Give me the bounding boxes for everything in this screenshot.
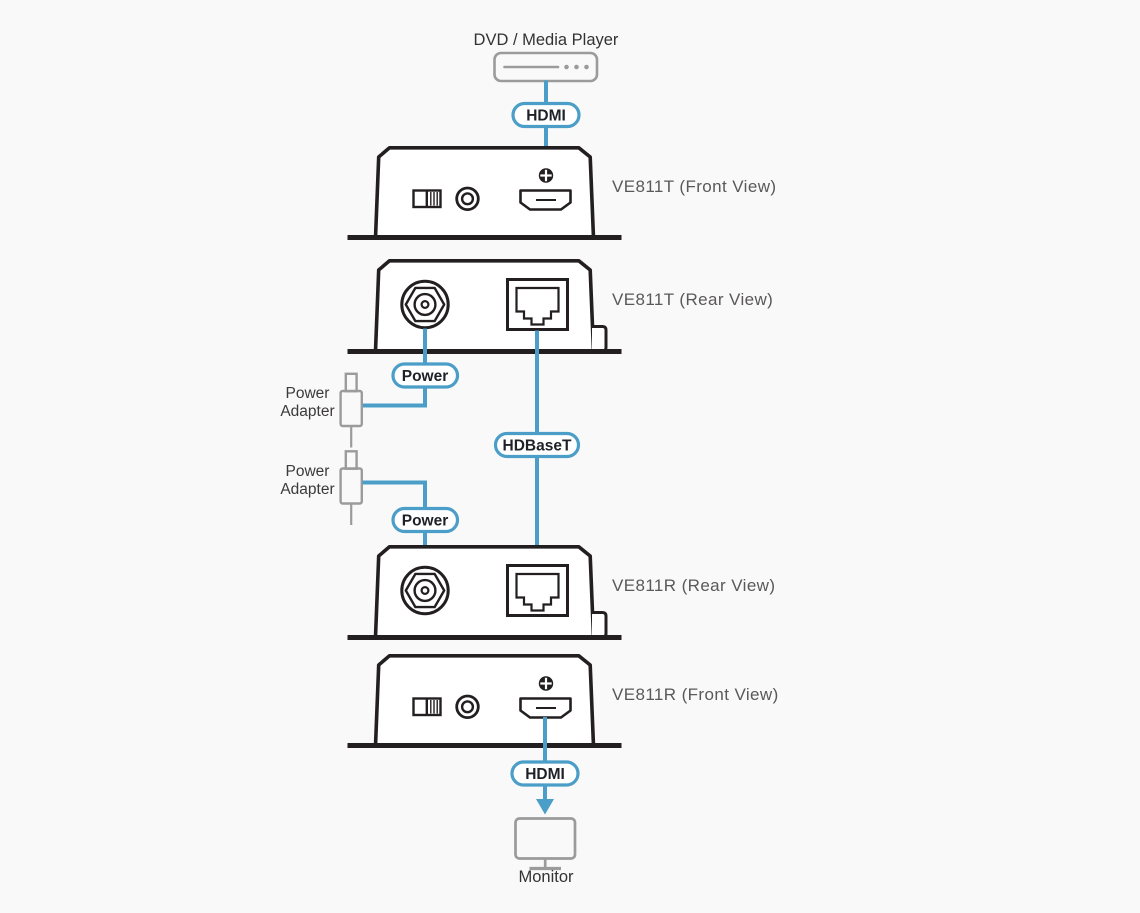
rj45-port-icon	[506, 278, 569, 331]
hdbaset-connection: HDBaseT	[493, 330, 581, 566]
round-jack-icon	[455, 694, 480, 720]
sink-label: Monitor	[518, 868, 574, 886]
power-badge-1-label: Power	[402, 368, 449, 385]
hdbaset-badge-label: HDBaseT	[503, 438, 572, 455]
round-jack-icon	[455, 186, 480, 212]
slide-switch-icon	[412, 697, 442, 717]
hdbaset-badge	[493, 431, 581, 459]
hdmi-port-icon	[519, 189, 572, 211]
hdmi-connection-bottom: HDMI	[510, 717, 580, 815]
source-label: DVD / Media Player	[474, 31, 619, 49]
device-label: VE811T (Front View)	[612, 177, 776, 196]
device-ve811r-front: VE811R (Front View)	[373, 654, 779, 747]
mounting-tab	[592, 325, 608, 353]
hdmi-badge-bottom	[510, 760, 580, 787]
monitor-icon	[514, 817, 577, 871]
device-ve811t-rear: VE811T (Rear View)	[373, 259, 773, 353]
power-badge-2-label: Power	[402, 513, 449, 530]
device-label: VE811T (Rear View)	[612, 290, 773, 309]
power-connection-1: Power	[362, 328, 460, 408]
power-adapter-2: Power Adapter	[280, 450, 364, 525]
device-ve811r-rear: VE811R (Rear View)	[373, 545, 775, 639]
power-connection-2: Power	[362, 480, 460, 566]
dc-power-jack-icon	[400, 565, 450, 616]
power-adapter-plug-icon	[339, 372, 364, 448]
hdmi-badge-top-label: HDMI	[526, 108, 566, 125]
source-device-group: DVD / Media Player	[474, 31, 619, 83]
mounting-tab	[592, 611, 608, 639]
device-label: VE811R (Front View)	[612, 685, 779, 704]
sink-device-group: Monitor	[514, 817, 577, 886]
power-adapter-2-label-line2: Adapter	[280, 481, 334, 498]
power-adapter-1-label-line1: Power	[286, 385, 330, 402]
media-player-icon	[493, 51, 599, 83]
dc-power-jack-icon	[400, 279, 450, 330]
device-chassis	[373, 146, 596, 239]
device-ve811t-front: VE811T (Front View)	[373, 146, 776, 239]
power-adapter-1: Power Adapter	[280, 372, 364, 448]
hdmi-port-icon	[519, 697, 572, 719]
power-adapter-1-label-line2: Adapter	[280, 403, 334, 420]
power-adapter-plug-icon	[339, 450, 364, 525]
device-chassis	[373, 654, 596, 747]
rj45-port-icon	[506, 564, 569, 617]
hdmi-badge-top	[511, 101, 581, 129]
grounding-screw-icon	[538, 168, 554, 183]
device-label: VE811R (Rear View)	[612, 576, 775, 595]
power-badge-2	[391, 506, 460, 534]
arrow-down-icon	[536, 799, 554, 815]
power-adapter-2-label-line1: Power	[286, 463, 330, 480]
grounding-screw-icon	[538, 676, 554, 691]
power-badge-1	[391, 362, 460, 389]
hdmi-badge-bottom-label: HDMI	[525, 766, 565, 783]
slide-switch-icon	[412, 189, 442, 209]
